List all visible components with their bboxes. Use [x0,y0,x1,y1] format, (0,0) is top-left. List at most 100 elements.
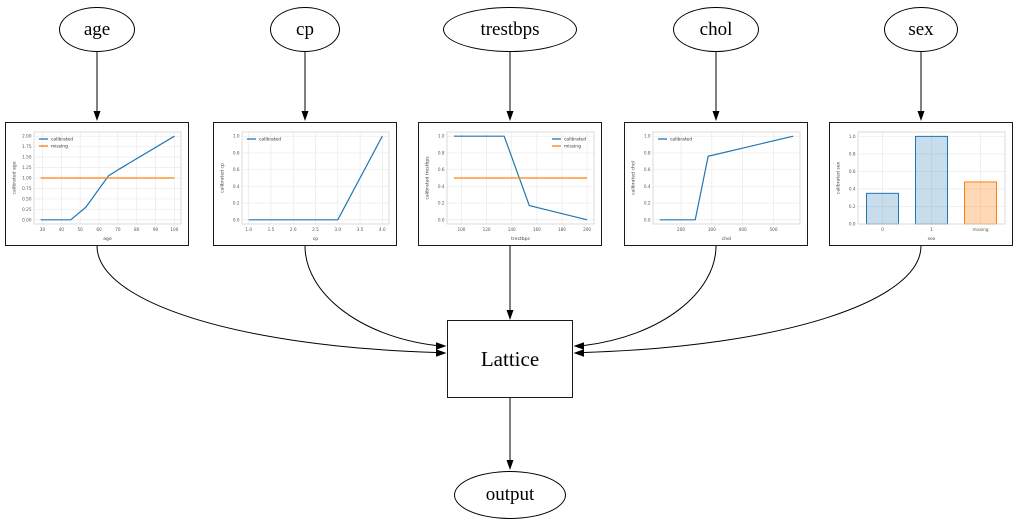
svg-text:3.0: 3.0 [334,227,341,232]
svg-text:0: 0 [881,227,884,232]
arrowhead-icon [506,460,514,470]
plot-frame [241,131,390,225]
svg-text:0.2: 0.2 [438,201,445,206]
svg-text:0.0: 0.0 [644,217,651,222]
svg-text:50: 50 [78,227,84,232]
x-axis-label: chol [722,236,732,242]
x-axis-label: cp [313,237,319,242]
svg-text:0.00: 0.00 [22,217,32,222]
plot-frame [652,131,801,225]
svg-text:0.0: 0.0 [438,217,445,222]
svg-text:200: 200 [583,227,591,232]
series-calibrated [659,135,794,221]
legend: calibrated [247,137,281,143]
edge-sex-calibrator-to-lattice [583,245,922,353]
svg-text:0.4: 0.4 [233,184,240,189]
y-axis-label: calibrated cp [220,163,226,193]
svg-text:calibrated: calibrated [259,137,281,143]
input-node-age: age [59,7,135,52]
svg-text:0.4: 0.4 [644,184,651,189]
bar-1 [915,135,948,225]
arrowhead-icon [436,342,447,350]
svg-text:0.0: 0.0 [849,222,856,227]
svg-text:0.2: 0.2 [233,201,240,206]
gridlines [653,132,800,224]
svg-text:1.50: 1.50 [22,155,32,160]
svg-text:0.8: 0.8 [438,150,445,155]
svg-text:160: 160 [533,227,541,232]
svg-text:1.0: 1.0 [233,134,240,139]
input-node-label: trestbps [480,18,540,40]
svg-text:100: 100 [457,227,465,232]
series-calibrated [453,135,588,221]
x-axis-label: trestbps [511,236,530,242]
legend: calibrated [658,137,692,143]
lattice-node-label: Lattice [480,346,540,371]
svg-text:0.4: 0.4 [438,184,445,189]
svg-text:0.6: 0.6 [644,167,651,172]
svg-text:2.0: 2.0 [290,227,297,232]
input-node-label: cp [296,18,314,40]
svg-text:180: 180 [558,227,566,232]
svg-text:0.75: 0.75 [22,186,32,191]
svg-text:0.2: 0.2 [849,204,856,209]
arrowhead-icon [506,310,514,320]
svg-text:3.5: 3.5 [357,227,364,232]
series-calibrated [248,135,383,221]
svg-text:0.4: 0.4 [849,186,856,191]
svg-text:1.5: 1.5 [268,227,275,232]
arrowhead-icon [712,111,720,121]
y-axis-label: calibrated sex [836,162,842,195]
input-node-label: sex [908,18,934,40]
svg-text:0.8: 0.8 [233,150,240,155]
input-node-cp: cp [270,7,340,52]
svg-text:60: 60 [96,227,102,232]
edge-cp-calibrator-to-lattice [304,245,437,346]
svg-text:1.0: 1.0 [438,134,445,139]
svg-text:missing: missing [564,144,581,150]
arrowhead-icon [573,349,584,357]
y-axis-label: calibrated age [12,161,18,194]
plot-frame [857,131,1006,225]
arrowhead-icon [436,349,447,357]
svg-text:missing: missing [972,227,988,232]
edge-age-calibrator-to-lattice [96,245,437,353]
svg-text:2.00: 2.00 [22,134,32,139]
input-node-label: chol [699,18,733,40]
x-axis-label: age [103,237,112,242]
svg-text:100: 100 [170,227,178,232]
svg-text:80: 80 [134,227,140,232]
svg-text:2.5: 2.5 [312,227,319,232]
input-node-sex: sex [884,7,958,52]
svg-text:0.8: 0.8 [644,150,651,155]
svg-text:120: 120 [483,227,491,232]
svg-text:90: 90 [153,227,159,232]
series-calibrated [40,135,175,221]
svg-text:calibrated: calibrated [670,137,692,143]
svg-text:500: 500 [769,227,777,232]
input-node-trestbps: trestbps [443,7,577,52]
svg-text:0.8: 0.8 [849,151,856,156]
svg-text:0.6: 0.6 [438,167,445,172]
output-node-label: output [485,484,535,505]
svg-text:1.00: 1.00 [22,176,32,181]
bar-missing [964,181,997,225]
lattice-node: Lattice [447,320,573,398]
svg-text:calibrated: calibrated [564,137,586,143]
y-axis-label: calibrated trestbps [425,156,431,200]
output-node: output [454,471,566,519]
bar-0 [866,192,899,225]
